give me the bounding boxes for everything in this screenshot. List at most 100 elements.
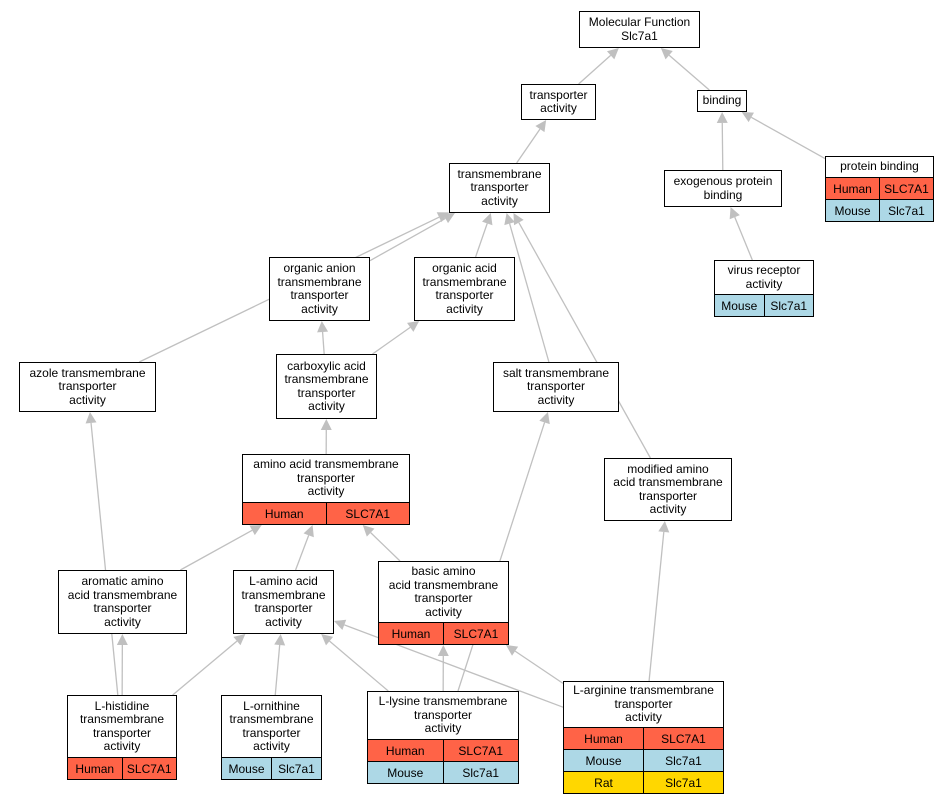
- gene-cell: SLC7A1: [442, 740, 518, 761]
- edge-transmembrane_transporter-to-transporter_activity: [516, 128, 541, 164]
- edge-arrowhead: [436, 212, 449, 223]
- annotation-row-human: Human SLC7A1: [564, 727, 723, 749]
- edge-basic_amino_acid-to-amino_acid: [370, 532, 401, 562]
- edge-arrowhead: [317, 321, 329, 333]
- edge-arrowhead: [334, 619, 347, 631]
- edge-l_histidine-to-l_amino_acid: [172, 640, 238, 696]
- node-title: salt transmembrane transporter activity: [502, 365, 610, 407]
- species-cell: Human: [243, 503, 326, 524]
- edge-arrowhead: [660, 48, 673, 60]
- node-title: L-lysine transmembrane transporter activ…: [378, 694, 508, 736]
- node-title: protein binding: [840, 159, 919, 174]
- edge-arrowhead: [303, 525, 314, 538]
- node-organic-anion-transmembrane-transporter-activity[interactable]: organic anion transmembrane transporter …: [269, 257, 370, 321]
- edge-arrowhead: [362, 525, 375, 537]
- gene-cell: Slc7a1: [643, 772, 723, 793]
- edge-organic_acid-to-transmembrane_transporter: [474, 223, 488, 258]
- annotation-row-mouse: Mouse Slc7a1: [564, 749, 723, 771]
- node-title: carboxylic acid transmembrane transporte…: [284, 358, 369, 413]
- gene-cell: Slc7a1: [879, 200, 933, 221]
- annotation-row-mouse: Mouse Slc7a1: [368, 761, 518, 783]
- edge-arrowhead: [658, 521, 670, 533]
- edge-arrowhead: [513, 213, 524, 226]
- edge-arrowhead: [482, 213, 493, 226]
- edge-arrowhead: [505, 645, 519, 656]
- edge-l_lysine-to-salt: [457, 422, 546, 692]
- node-title: L-arginine transmembrane transporter act…: [573, 683, 714, 725]
- annotation-row-human: Human SLC7A1: [379, 622, 508, 644]
- node-title: virus receptor activity: [727, 263, 801, 291]
- species-cell: Human: [379, 623, 443, 644]
- gene-cell: SLC7A1: [325, 503, 409, 524]
- node-l-amino-acid-transmembrane-transporter-activity[interactable]: L-amino acid transmembrane transporter a…: [233, 570, 334, 634]
- edge-l_amino_acid-to-amino_acid: [294, 535, 310, 571]
- edge-arrowhead: [606, 48, 619, 60]
- species-cell: Human: [826, 178, 879, 199]
- edge-arrowhead: [249, 525, 262, 536]
- node-basic-amino-acid-transmembrane-transporter-activity[interactable]: basic amino acid transmembrane transport…: [378, 561, 509, 645]
- node-l-ornithine-transmembrane-transporter-activity[interactable]: L-ornithine transmembrane transporter ac…: [221, 695, 322, 780]
- species-cell: Mouse: [564, 750, 643, 771]
- node-transmembrane-transporter-activity[interactable]: transmembrane transporter activity: [449, 163, 550, 213]
- edge-arrowhead: [116, 634, 128, 646]
- gene-cell: SLC7A1: [443, 623, 508, 644]
- node-aromatic-amino-acid-transmembrane-transporter-activity[interactable]: aromatic amino acid transmembrane transp…: [58, 570, 187, 634]
- node-title: L-ornithine transmembrane transporter ac…: [229, 698, 314, 753]
- edge-l_ornithine-to-l_amino_acid: [274, 644, 281, 696]
- edge-arrowhead: [321, 634, 334, 646]
- node-modified-amino-acid-transmembrane-transporter-activity[interactable]: modified amino acid transmembrane transp…: [604, 458, 732, 521]
- species-cell: Human: [368, 740, 443, 761]
- edge-arrowhead: [407, 321, 420, 332]
- edge-l_lysine-to-l_amino_acid: [329, 640, 389, 692]
- edge-l_arginine-to-modified_amino_acid: [648, 531, 665, 682]
- species-cell: Mouse: [368, 762, 443, 783]
- node-title: Molecular Function Slc7a1: [588, 15, 691, 43]
- node-title: binding: [702, 93, 742, 108]
- node-azole-transmembrane-transporter-activity[interactable]: azole transmembrane transporter activity: [19, 362, 156, 412]
- edge-arrowhead: [274, 634, 286, 646]
- edge-arrowhead: [716, 112, 728, 124]
- edge-exogenous_protein_binding-to-binding: [721, 122, 724, 171]
- annotation-row-human: Human SLC7A1: [826, 177, 933, 199]
- node-salt-transmembrane-transporter-activity[interactable]: salt transmembrane transporter activity: [493, 362, 619, 412]
- node-molecular-function[interactable]: Molecular Function Slc7a1: [579, 11, 700, 48]
- gene-cell: Slc7a1: [271, 758, 321, 779]
- node-binding[interactable]: binding: [697, 90, 747, 112]
- edge-salt-to-transmembrane_transporter: [508, 223, 550, 363]
- node-exogenous-protein-binding[interactable]: exogenous protein binding: [664, 170, 782, 207]
- node-l-arginine-transmembrane-transporter-activity[interactable]: L-arginine transmembrane transporter act…: [563, 681, 724, 794]
- species-cell: Rat: [564, 772, 643, 793]
- species-cell: Mouse: [222, 758, 271, 779]
- node-virus-receptor-activity[interactable]: virus receptor activity Mouse Slc7a1: [714, 260, 814, 317]
- edge-l_histidine-to-azole: [90, 422, 119, 696]
- edge-arrowhead: [320, 419, 332, 431]
- species-cell: Mouse: [715, 295, 764, 316]
- node-carboxylic-acid-transmembrane-transporter-activity[interactable]: carboxylic acid transmembrane transporte…: [276, 354, 377, 419]
- node-organic-acid-transmembrane-transporter-activity[interactable]: organic acid transmembrane transporter a…: [414, 257, 515, 321]
- node-transporter-activity[interactable]: transporter activity: [521, 84, 596, 120]
- edge-binding-to-molecular_function: [668, 54, 710, 91]
- edge-arrowhead: [729, 207, 740, 220]
- node-l-histidine-transmembrane-transporter-activity[interactable]: L-histidine transmembrane transporter ac…: [67, 695, 177, 780]
- edge-arrowhead: [741, 112, 754, 123]
- edge-arrowhead: [437, 645, 449, 657]
- annotation-row-human: Human SLC7A1: [368, 739, 518, 761]
- edge-transporter_activity-to-molecular_function: [578, 54, 612, 85]
- annotation-row-human: Human SLC7A1: [68, 757, 176, 779]
- node-title: transporter activity: [529, 87, 588, 115]
- node-title: basic amino acid transmembrane transport…: [388, 564, 499, 619]
- node-title: exogenous protein binding: [673, 174, 773, 202]
- edge-organic_anion-to-transmembrane_transporter: [369, 217, 446, 262]
- gene-cell: Slc7a1: [643, 750, 723, 771]
- edge-carboxylic_acid-to-organic_anion: [321, 331, 325, 355]
- node-protein-binding[interactable]: protein binding Human SLC7A1 Mouse Slc7a…: [825, 156, 934, 222]
- edge-protein_binding-to-binding: [750, 116, 826, 160]
- node-l-lysine-transmembrane-transporter-activity[interactable]: L-lysine transmembrane transporter activ…: [367, 691, 519, 784]
- node-title: organic anion transmembrane transporter …: [277, 261, 362, 316]
- node-amino-acid-transmembrane-transporter-activity[interactable]: amino acid transmembrane transporter act…: [242, 454, 410, 525]
- edge-arrowhead: [85, 412, 97, 424]
- gene-cell: Slc7a1: [442, 762, 518, 783]
- edge-aromatic_amino_acid-to-amino_acid: [180, 529, 253, 571]
